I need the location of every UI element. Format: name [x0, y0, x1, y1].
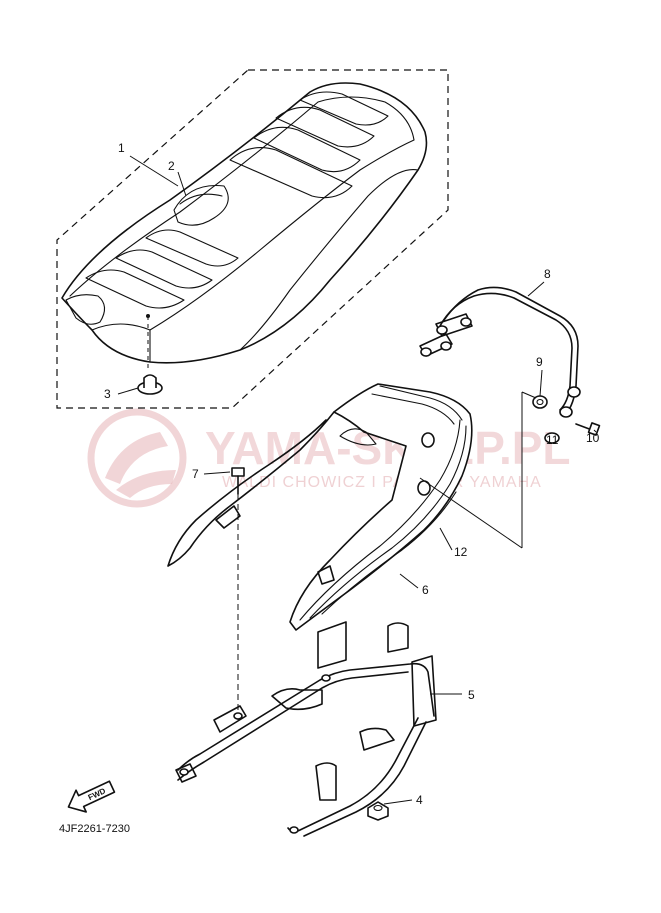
forward-arrow-icon: FWD	[67, 780, 116, 813]
callout-8: 8	[544, 267, 551, 281]
callout-9: 9	[536, 355, 543, 369]
nut-part-11	[544, 432, 560, 444]
callout-5: 5	[468, 688, 475, 702]
callout-6: 6	[422, 583, 429, 597]
callout-11: 11	[546, 433, 559, 447]
callout-labels: 1 2 3 4 5 6 7 8 9 10 11 12	[104, 141, 600, 807]
callout-7: 7	[192, 467, 199, 481]
callout-4: 4	[416, 793, 423, 807]
seat-part-1	[61, 82, 428, 364]
callout-12: 12	[454, 545, 468, 559]
bracket-part-5	[175, 621, 437, 837]
nut-part-4	[367, 801, 389, 821]
callout-leaders	[117, 155, 597, 805]
bolt-part-7	[231, 467, 245, 720]
part-code: 4JF2261-7230	[59, 823, 130, 835]
callout-1: 1	[118, 141, 125, 155]
watermark-sub-text: WALDI CHOWICZ I PARTNER YAMAHA	[222, 474, 542, 491]
callout-2: 2	[168, 159, 175, 173]
watermark-logo-icon	[87, 408, 187, 508]
bolt-part-10	[575, 422, 601, 436]
grab-bar-part-8	[419, 286, 581, 418]
callout-3: 3	[104, 387, 111, 401]
seat-assembly-group-box	[56, 69, 449, 409]
watermark: YAMA-SKLEP.PL WALDI CHOWICZ I PARTNER YA…	[87, 408, 571, 508]
callout-10: 10	[586, 431, 600, 445]
tail-cover-part-6	[167, 383, 473, 631]
